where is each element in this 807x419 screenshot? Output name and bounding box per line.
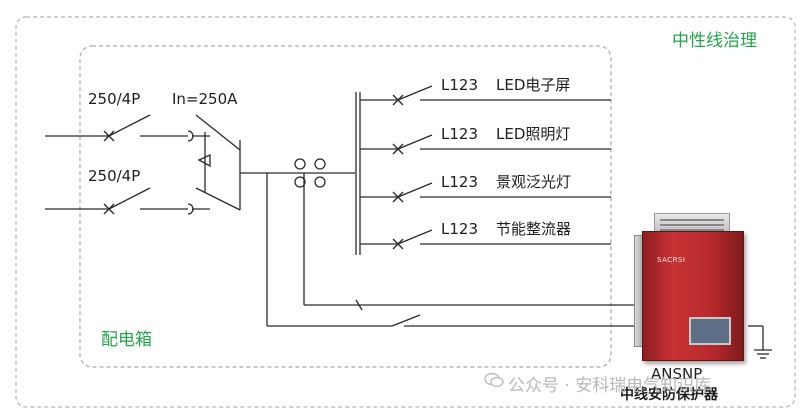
device-model: ANSNP [651, 365, 702, 383]
transfer-switch-rating: In=250A [172, 90, 238, 108]
branch-3-feeder [360, 182, 611, 203]
branch-2-feeder [360, 134, 611, 155]
branch-3-load: 景观泛光灯 [496, 173, 571, 191]
outer-panel-border [15, 16, 796, 408]
device-body: SACRSI [642, 231, 744, 361]
branch-4-feeder [360, 229, 611, 250]
branch-4-phase: L123 [441, 220, 478, 238]
device-brand-logo: SACRSI [657, 256, 686, 264]
watermark-text: 公众号 · 安科瑞电气知识库 [508, 376, 712, 396]
distribution-box-title: 配电箱 [101, 330, 152, 350]
branch-1-load: LED电子屏 [496, 76, 570, 94]
device-display-screen [689, 317, 731, 345]
incomer-2-rating: 250/4P [88, 167, 140, 185]
branch-feeders [360, 85, 772, 359]
branch-4-load: 节能整流器 [496, 220, 571, 238]
branch-1-feeder [360, 85, 611, 106]
wechat-icon [484, 372, 504, 388]
incomer-1-rating: 250/4P [88, 90, 140, 108]
branch-2-phase: L123 [441, 125, 478, 143]
distribution-box-border [79, 45, 612, 368]
branch-1-phase: L123 [441, 76, 478, 94]
branch-2-load: LED照明灯 [496, 125, 570, 143]
device-name: 中线安防保护器 [620, 386, 719, 403]
incomer-wiring [45, 92, 650, 327]
outer-panel-title: 中性线治理 [672, 31, 757, 51]
neutral-protector-device: SACRSI [634, 213, 747, 361]
branch-3-phase: L123 [441, 173, 478, 191]
